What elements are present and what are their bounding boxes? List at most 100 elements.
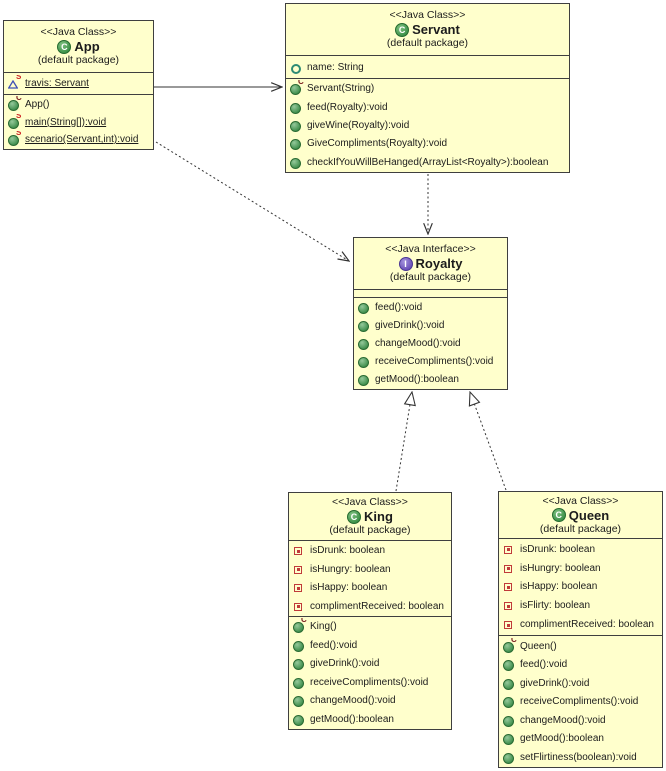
package-label: (default package): [389, 271, 472, 283]
class-box-servant[interactable]: <<Java Class>> C Servant (default packag…: [285, 3, 570, 173]
class-box-king[interactable]: <<Java Class>> C King (default package) …: [288, 492, 452, 730]
method-row[interactable]: changeMood():void: [293, 692, 451, 709]
dependency-app-royalty[interactable]: [155, 141, 349, 261]
method-row[interactable]: giveDrink():void: [293, 655, 451, 672]
methods-compartment: feed():void giveDrink():void changeMood(…: [354, 298, 507, 389]
methods-compartment: C App() S main(String[]):void S scenario…: [4, 95, 153, 149]
member-label: King(): [310, 621, 337, 633]
constructor-icon: C: [503, 637, 517, 653]
member-label: travis: Servant: [25, 78, 89, 89]
class-name: King: [364, 509, 393, 524]
method-row[interactable]: S main(String[]):void: [8, 114, 153, 131]
stereotype-label: <<Java Class>>: [389, 9, 466, 21]
class-header: <<Java Class>> C Queen (default package): [499, 492, 662, 539]
method-row[interactable]: C Servant(String): [290, 80, 569, 97]
class-header: <<Java Class>> C App (default package): [4, 21, 153, 73]
field-row[interactable]: isHappy: boolean: [293, 579, 451, 596]
method-row[interactable]: setFlirtiness(boolean):void: [503, 749, 662, 766]
member-label: getMood():boolean: [520, 733, 604, 744]
fields-compartment: isDrunk: boolean isHungry: boolean isHap…: [499, 539, 662, 636]
public-method-icon: [503, 677, 516, 690]
package-label: (default package): [329, 524, 411, 536]
constructor-icon: C: [293, 618, 307, 634]
constructor-icon: C: [290, 80, 304, 96]
private-field-icon: [503, 599, 516, 612]
private-field-icon: [293, 581, 306, 594]
field-row[interactable]: isHungry: boolean: [503, 560, 662, 577]
member-label: getMood():boolean: [375, 374, 459, 385]
method-row[interactable]: C King(): [293, 618, 451, 635]
member-label: main(String[]):void: [25, 116, 107, 128]
member-label: getMood():boolean: [310, 713, 394, 725]
method-row[interactable]: getMood():boolean: [293, 711, 451, 728]
public-method-icon: [290, 137, 303, 151]
member-label: receiveCompliments():void: [310, 676, 429, 688]
private-field-icon: [503, 543, 516, 556]
static-public-method-icon: S: [8, 131, 22, 147]
member-label: name: String: [307, 61, 364, 73]
class-icon-letter: C: [61, 41, 68, 52]
class-icon: C: [551, 508, 566, 522]
interface-icon-letter: I: [404, 258, 407, 269]
private-field-icon: [503, 618, 516, 631]
method-row[interactable]: changeMood():void: [503, 712, 662, 729]
method-row[interactable]: checkIfYouWillBeHanged(ArrayList<Royalty…: [290, 154, 569, 171]
member-label: App(): [25, 98, 50, 110]
field-row[interactable]: S travis: Servant: [8, 75, 153, 92]
method-row[interactable]: receiveCompliments():void: [358, 353, 507, 370]
realization-king-royalty[interactable]: [395, 392, 412, 492]
member-label: isHappy: boolean: [310, 582, 388, 594]
fields-compartment: S travis: Servant: [4, 73, 153, 95]
method-row[interactable]: GiveCompliments(Royalty):void: [290, 135, 569, 152]
method-row[interactable]: getMood():boolean: [358, 371, 507, 388]
method-row[interactable]: C App(): [8, 96, 153, 113]
method-row[interactable]: feed(Royalty):void: [290, 99, 569, 116]
static-overlay: S: [16, 131, 22, 138]
public-method-icon: [293, 676, 306, 689]
method-row[interactable]: giveDrink():void: [503, 675, 662, 692]
method-row[interactable]: receiveCompliments():void: [293, 674, 451, 691]
method-row[interactable]: getMood():boolean: [503, 730, 662, 747]
method-row[interactable]: receiveCompliments():void: [503, 693, 662, 710]
class-name: Royalty: [415, 256, 463, 271]
field-row[interactable]: isDrunk: boolean: [503, 541, 662, 558]
member-label: checkIfYouWillBeHanged(ArrayList<Royalty…: [307, 156, 549, 168]
constructor-icon: C: [8, 96, 22, 111]
class-icon: C: [395, 22, 410, 37]
method-row[interactable]: changeMood():void: [358, 335, 507, 352]
public-method-icon: [290, 156, 303, 169]
field-row[interactable]: complimentReceived: boolean: [503, 616, 662, 633]
public-method-icon: [290, 101, 303, 114]
field-row[interactable]: isHappy: boolean: [503, 578, 662, 595]
interface-box-royalty[interactable]: <<Java Interface>> I Royalty (default pa…: [353, 237, 508, 390]
method-row[interactable]: S scenario(Servant,int):void: [8, 131, 153, 148]
field-row[interactable]: isDrunk: boolean: [293, 542, 451, 559]
method-row[interactable]: feed():void: [358, 299, 507, 316]
method-row[interactable]: giveWine(Royalty):void: [290, 117, 569, 134]
field-row[interactable]: name: String: [290, 59, 569, 76]
private-field-icon: [503, 562, 516, 575]
member-label: GiveCompliments(Royalty):void: [307, 138, 448, 150]
member-label: Queen(): [520, 640, 557, 652]
member-label: receiveCompliments():void: [520, 696, 639, 707]
constructor-overlay: C: [511, 637, 517, 644]
class-icon-letter: C: [350, 511, 358, 522]
static-overlay: S: [16, 75, 22, 81]
method-row[interactable]: giveDrink():void: [358, 317, 507, 334]
field-row[interactable]: isHungry: boolean: [293, 561, 451, 578]
stereotype-label: <<Java Class>>: [332, 496, 408, 508]
class-header: <<Java Interface>> I Royalty (default pa…: [354, 238, 507, 290]
public-method-icon: [503, 732, 516, 745]
class-box-app[interactable]: <<Java Class>> C App (default package) S…: [3, 20, 154, 150]
member-label: setFlirtiness(boolean):void: [520, 751, 637, 763]
realization-queen-royalty[interactable]: [470, 392, 507, 491]
method-row[interactable]: feed():void: [293, 637, 451, 654]
class-box-queen[interactable]: <<Java Class>> C Queen (default package)…: [498, 491, 663, 768]
method-row[interactable]: feed():void: [503, 656, 662, 673]
methods-compartment: C Servant(String) feed(Royalty):void giv…: [286, 79, 569, 172]
field-row[interactable]: isFlirty: boolean: [503, 597, 662, 614]
method-row[interactable]: C Queen(): [503, 638, 662, 655]
field-row[interactable]: complimentReceived: boolean: [293, 598, 451, 615]
private-field-icon: [293, 544, 306, 557]
